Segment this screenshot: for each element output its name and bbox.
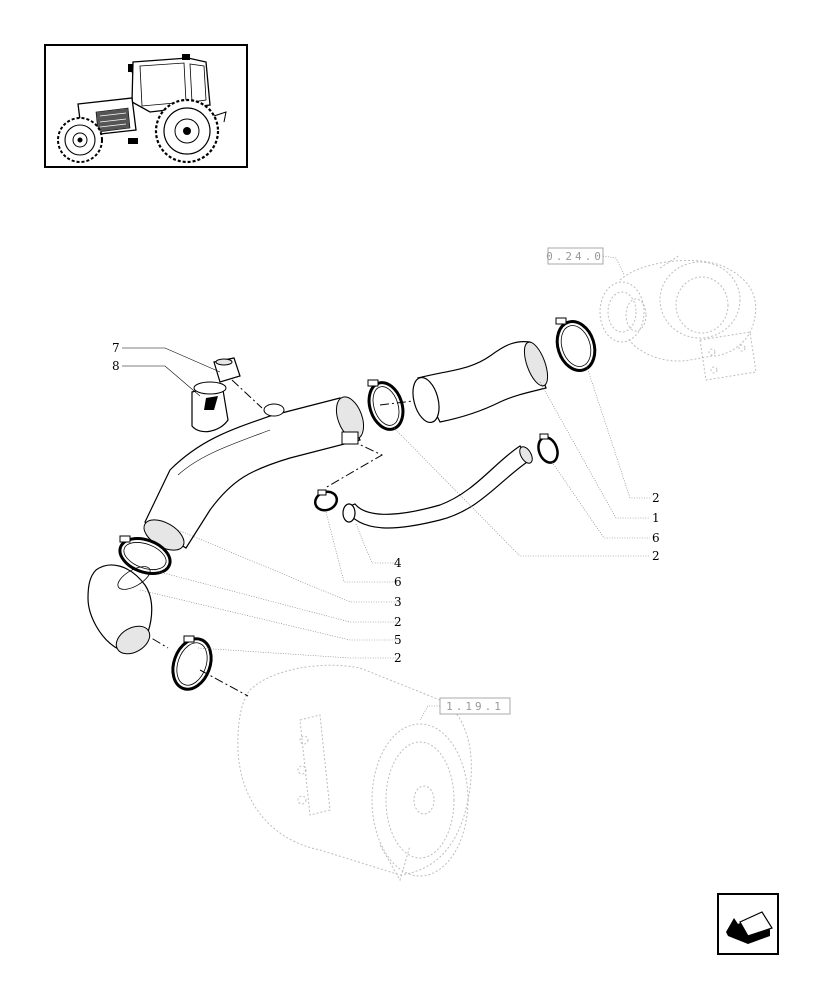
leader-4 xyxy=(355,523,400,564)
centerline-sensor xyxy=(231,379,263,409)
leader-1 xyxy=(539,381,650,519)
centerline-hose-4 xyxy=(324,439,384,489)
callout-2c: 2 xyxy=(394,615,402,629)
intake-pipe-part-3[interactable] xyxy=(139,393,369,556)
hose-part-1[interactable] xyxy=(408,339,552,425)
callout-7: 7 xyxy=(112,341,120,355)
leader-8 xyxy=(122,365,201,397)
elbow-part-5[interactable] xyxy=(87,562,155,659)
leader-3 xyxy=(177,529,400,603)
clamp-part-2-left[interactable] xyxy=(115,532,175,580)
leader-6a xyxy=(551,461,650,539)
ref-label-turbo: 0.24.0 xyxy=(546,250,604,263)
clamp-part-2-top-right[interactable] xyxy=(551,317,601,376)
ref-box-air-filter[interactable]: 1.19.1 xyxy=(419,697,511,721)
turbocharger-ghost xyxy=(599,254,757,381)
callout-6b: 6 xyxy=(394,575,402,589)
tractor-thumbnail-icon[interactable] xyxy=(44,44,248,168)
leader-2c xyxy=(151,569,400,623)
callout-8: 8 xyxy=(112,359,120,373)
ref-label-air-filter: 1.19.1 xyxy=(446,700,504,713)
callout-3: 3 xyxy=(394,595,402,609)
clamp-part-6-right[interactable] xyxy=(535,433,561,465)
air-filter-ghost xyxy=(237,664,472,882)
sensor-part-8[interactable] xyxy=(191,381,229,433)
callout-5: 5 xyxy=(394,633,402,647)
clamp-part-2-bottom[interactable] xyxy=(166,633,218,694)
hose-part-4[interactable] xyxy=(342,445,535,529)
leader-5 xyxy=(139,589,400,641)
centerline-hose-1 xyxy=(379,397,439,406)
callout-4: 4 xyxy=(394,556,402,570)
leader-2d xyxy=(197,647,400,659)
callout-1: 1 xyxy=(652,511,660,525)
callout-2b: 2 xyxy=(652,549,660,563)
leader-7 xyxy=(122,347,221,373)
callout-2a: 2 xyxy=(652,491,660,505)
callout-2d: 2 xyxy=(394,651,402,665)
ref-box-turbo[interactable]: 0.24.0 xyxy=(546,247,625,276)
clamp-part-2-middle[interactable] xyxy=(363,378,408,434)
back-arrow-icon[interactable] xyxy=(717,893,779,955)
leader-2a xyxy=(585,363,650,499)
clamp-part-6-left[interactable] xyxy=(313,489,340,513)
connector-part-7[interactable] xyxy=(213,357,241,383)
callout-6a: 6 xyxy=(652,531,660,545)
